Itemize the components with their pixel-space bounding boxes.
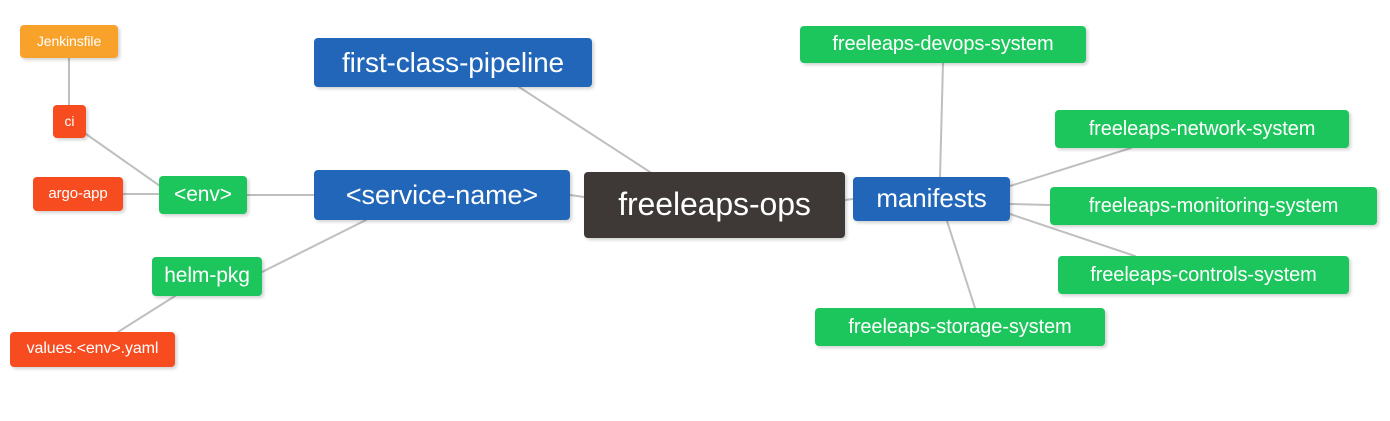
node-freeleaps-monitoring-system[interactable]: freeleaps-monitoring-system bbox=[1050, 187, 1377, 225]
edge-manifests-to-freeleaps-storage-system bbox=[946, 220, 976, 309]
node-label: freeleaps-monitoring-system bbox=[1088, 194, 1339, 217]
node-label: freeleaps-devops-system bbox=[832, 33, 1054, 55]
edge-manifests-to-freeleaps-network-system bbox=[1009, 147, 1132, 187]
edge-helm-pkg-to-values-yaml bbox=[117, 295, 176, 333]
node-label: <env> bbox=[174, 182, 232, 206]
node-freeleaps-controls-system[interactable]: freeleaps-controls-system bbox=[1058, 256, 1349, 294]
node-label: freeleaps-ops bbox=[618, 186, 811, 223]
node-freeleaps-network-system[interactable]: freeleaps-network-system bbox=[1055, 110, 1349, 148]
edge-service-name-to-helm-pkg bbox=[261, 219, 367, 273]
edge-manifests-to-freeleaps-monitoring-system bbox=[1009, 203, 1051, 206]
node-label: argo-app bbox=[48, 185, 108, 203]
node-label: values.<env>.yaml bbox=[26, 340, 159, 358]
node-argo-app[interactable]: argo-app bbox=[33, 177, 123, 211]
edge-first-class-pipeline-to-freeleaps-ops bbox=[518, 86, 651, 173]
edge-freeleaps-ops-to-manifests bbox=[844, 198, 854, 201]
node-helm-pkg[interactable]: helm-pkg bbox=[152, 257, 262, 296]
node-label: ci bbox=[64, 113, 75, 130]
node-label: helm-pkg bbox=[164, 264, 250, 288]
node-freeleaps-ops[interactable]: freeleaps-ops bbox=[584, 172, 845, 238]
edge-service-name-to-freeleaps-ops bbox=[569, 194, 585, 198]
node-service-name[interactable]: <service-name> bbox=[314, 170, 570, 220]
node-label: freeleaps-storage-system bbox=[848, 315, 1072, 338]
node-jenkinsfile[interactable]: Jenkinsfile bbox=[20, 25, 118, 58]
node-label: Jenkinsfile bbox=[36, 33, 102, 50]
node-first-class-pipeline[interactable]: first-class-pipeline bbox=[314, 38, 592, 87]
node-label: manifests bbox=[876, 183, 987, 214]
node-manifests[interactable]: manifests bbox=[853, 177, 1010, 221]
node-label: freeleaps-network-system bbox=[1088, 117, 1316, 140]
node-label: <service-name> bbox=[345, 179, 539, 210]
edge-manifests-to-freeleaps-devops-system bbox=[939, 62, 944, 178]
node-freeleaps-devops-system[interactable]: freeleaps-devops-system bbox=[800, 26, 1086, 63]
node-label: first-class-pipeline bbox=[341, 46, 565, 78]
node-label: freeleaps-controls-system bbox=[1090, 263, 1317, 286]
node-freeleaps-storage-system[interactable]: freeleaps-storage-system bbox=[815, 308, 1105, 346]
node-ci[interactable]: ci bbox=[53, 105, 86, 138]
node-values-yaml[interactable]: values.<env>.yaml bbox=[10, 332, 175, 367]
node-env[interactable]: <env> bbox=[159, 176, 247, 214]
